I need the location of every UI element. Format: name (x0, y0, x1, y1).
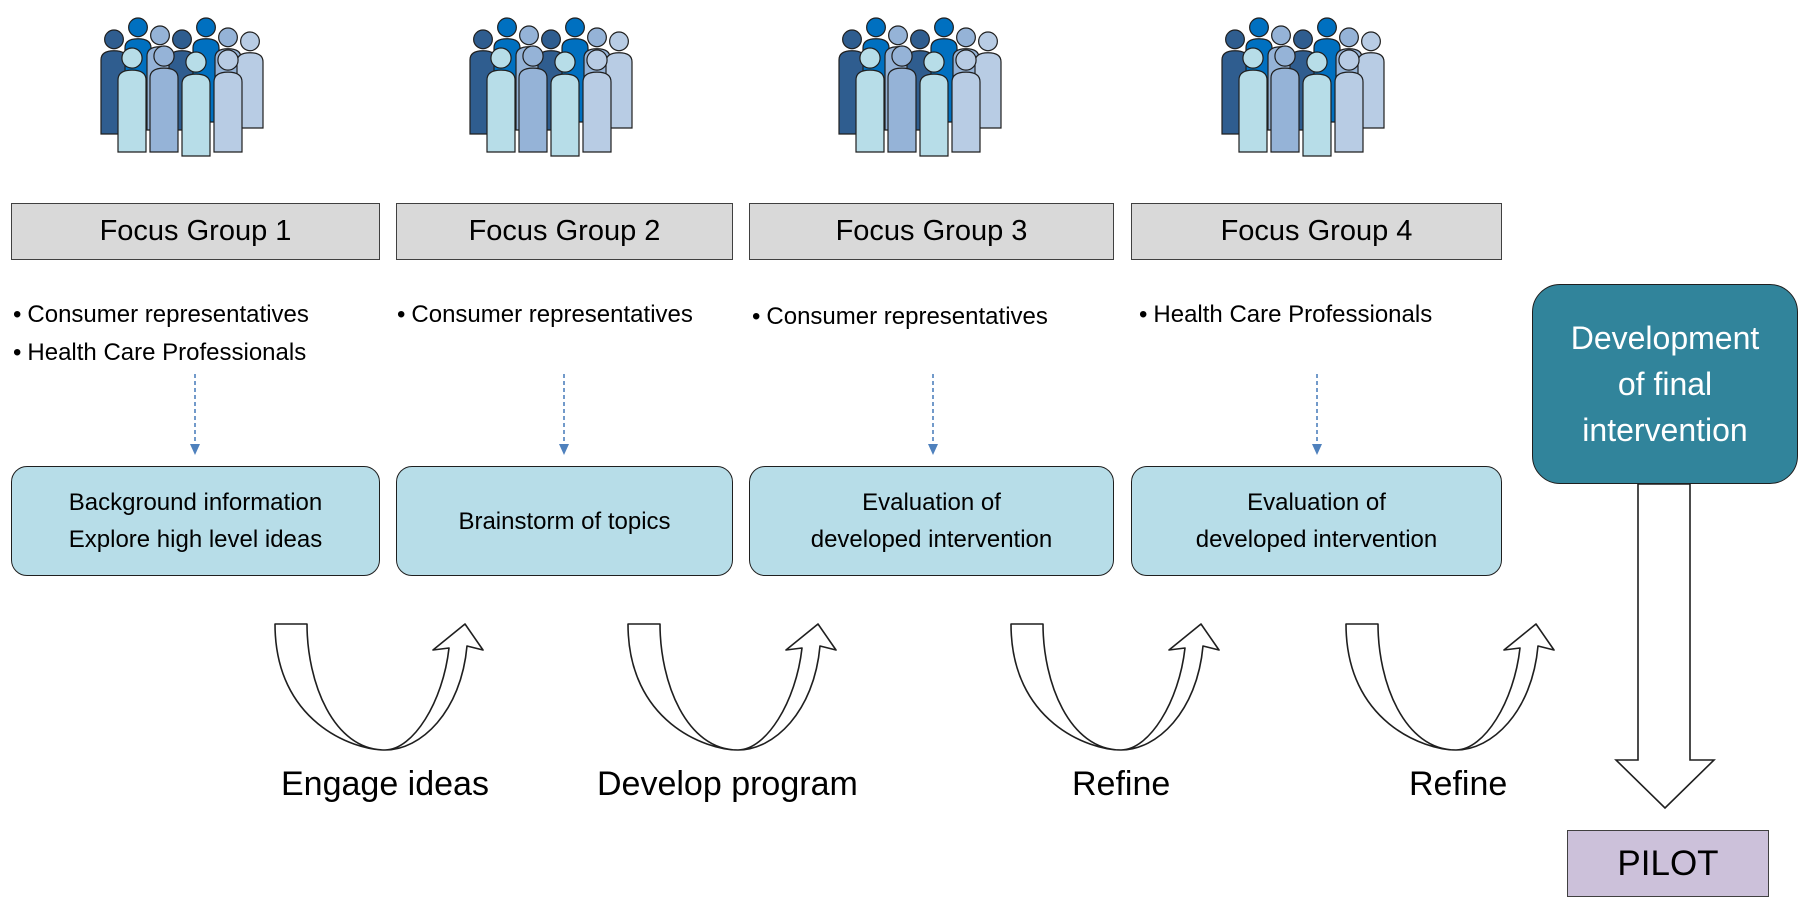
transition-label: Refine (1409, 765, 1508, 803)
focus-group-1-participants: Consumer representatives Health Care Pro… (13, 296, 309, 372)
activity-box-3: Evaluation of developed intervention (749, 466, 1114, 576)
activity-box-4: Evaluation of developed intervention (1131, 466, 1502, 576)
dashed-down-arrow-icon (928, 374, 938, 455)
activity-line: developed intervention (810, 526, 1053, 553)
people-group-icon (100, 17, 264, 157)
curved-u-arrow-icon (1345, 623, 1555, 751)
final-line: of final (1617, 366, 1713, 402)
final-line: Development (1570, 320, 1760, 356)
participant-item: Consumer representatives (13, 296, 308, 334)
final-line: intervention (1582, 412, 1748, 448)
activity-box-1: Background information Explore high leve… (11, 466, 380, 576)
people-group-icon (469, 17, 633, 157)
down-arrow-icon (1614, 484, 1716, 810)
curved-u-arrow-icon (627, 623, 837, 751)
focus-group-4-header: Focus Group 4 (1131, 203, 1502, 260)
activity-line: Brainstorm of topics (458, 507, 671, 535)
activity-line: Evaluation of (862, 489, 1001, 516)
activity-box-2: Brainstorm of topics (396, 466, 733, 576)
focus-group-2-header: Focus Group 2 (396, 203, 733, 260)
participant-item: Consumer representatives (397, 296, 692, 334)
activity-line: Evaluation of (1247, 489, 1386, 516)
dashed-down-arrow-icon (190, 374, 200, 455)
dashed-down-arrow-icon (559, 374, 569, 455)
focus-group-2-participants: Consumer representatives (397, 296, 692, 334)
final-intervention-box: Development of final intervention (1532, 284, 1798, 484)
focus-group-title: Focus Group 2 (468, 215, 661, 247)
people-group-icon (1221, 17, 1385, 157)
dashed-down-arrow-icon (1312, 374, 1322, 455)
focus-group-title: Focus Group 3 (835, 215, 1028, 247)
focus-group-title: Focus Group 4 (1220, 215, 1413, 247)
focus-group-title: Focus Group 1 (99, 215, 292, 247)
participant-item: Health Care Professionals (1139, 296, 1432, 334)
pilot-label: PILOT (1617, 843, 1719, 883)
pilot-box: PILOT (1567, 830, 1769, 897)
focus-group-3-participants: Consumer representatives (752, 298, 1047, 336)
activity-line: Explore high level ideas (68, 526, 323, 553)
participant-item: Consumer representatives (752, 298, 1047, 336)
participant-item: Health Care Professionals (13, 334, 309, 372)
transition-label: Engage ideas (281, 765, 489, 803)
activity-line: developed intervention (1195, 526, 1438, 553)
focus-group-3-header: Focus Group 3 (749, 203, 1114, 260)
transition-label: Develop program (597, 765, 858, 803)
focus-group-4-participants: Health Care Professionals (1139, 296, 1432, 334)
people-group-icon (838, 17, 1002, 157)
curved-u-arrow-icon (1010, 623, 1220, 751)
transition-label: Refine (1072, 765, 1171, 803)
focus-group-1-header: Focus Group 1 (11, 203, 380, 260)
activity-line: Background information (68, 489, 323, 516)
curved-u-arrow-icon (274, 623, 484, 751)
